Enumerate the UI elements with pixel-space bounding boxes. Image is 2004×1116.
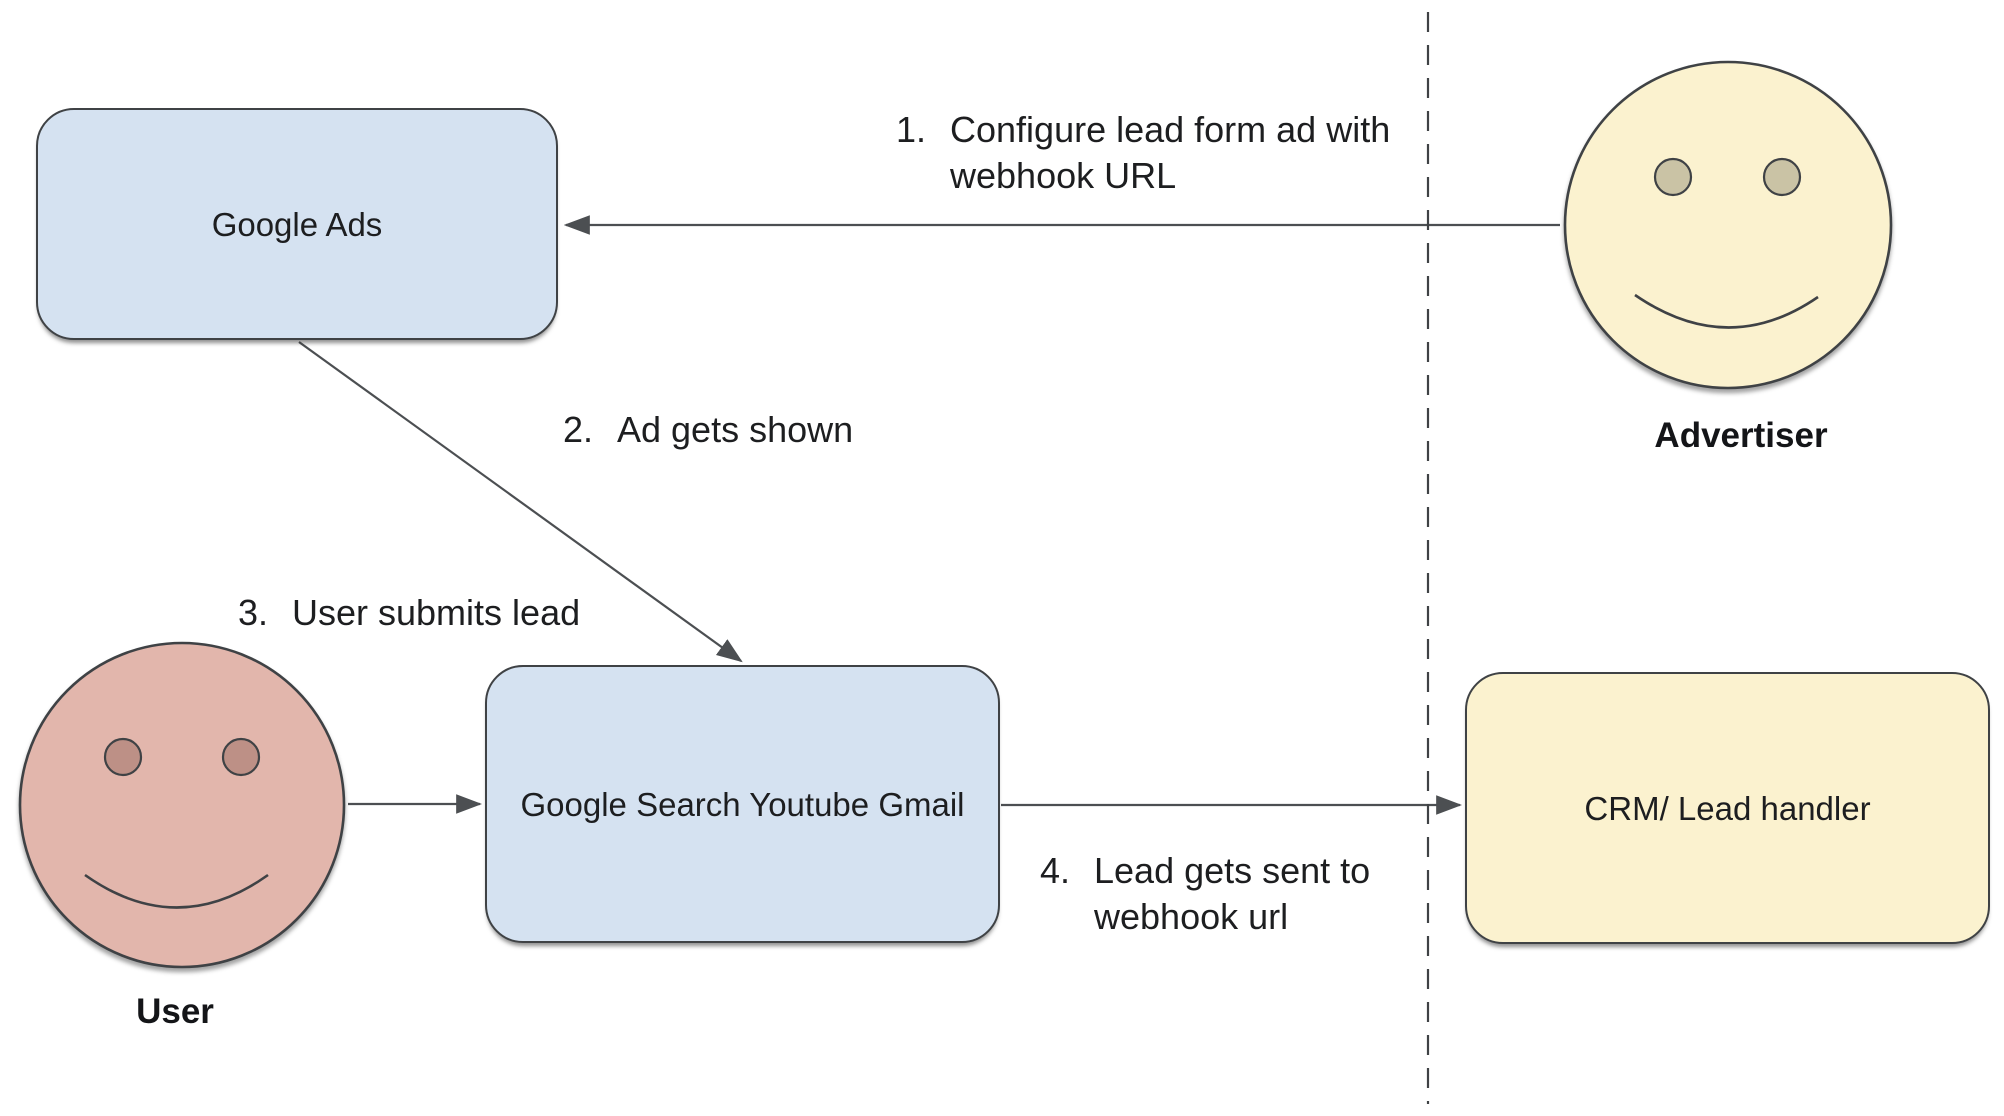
- note-configure-lead-form: 1. Configure lead form ad with webhook U…: [896, 107, 1390, 199]
- google-platforms-box: Google Search Youtube Gmail: [485, 665, 1000, 943]
- note-4-text: Lead gets sent to webhook url: [1094, 848, 1370, 940]
- advertiser-face-icon: [1558, 55, 1898, 395]
- note-1-text: Configure lead form ad with webhook URL: [950, 107, 1390, 199]
- user-left-eye-icon: [103, 737, 143, 777]
- user-smiley-icon: [18, 641, 346, 969]
- advertiser-smile-icon: [1634, 293, 1819, 329]
- note-1-number: 1.: [896, 109, 927, 150]
- crm-label: CRM/ Lead handler: [1584, 789, 1871, 827]
- note-ad-gets-shown: 2. Ad gets shown: [563, 407, 853, 453]
- note-1-line-2: webhook URL: [950, 155, 1177, 196]
- platforms-line-gmail: Gmail: [878, 785, 965, 823]
- advertiser-head-circle: [1563, 60, 1893, 390]
- note-lead-sent-to-webhook: 4. Lead gets sent to webhook url: [1040, 848, 1370, 940]
- user-smile-icon: [84, 873, 269, 909]
- note-user-submits-lead: 3. User submits lead: [238, 590, 580, 636]
- note-2-text: Ad gets shown: [617, 407, 853, 453]
- note-3-number: 3.: [238, 592, 269, 633]
- user-right-eye-icon: [221, 737, 261, 777]
- note-2-number: 2.: [563, 409, 594, 450]
- note-3-text: User submits lead: [292, 590, 580, 636]
- note-1-line-1: Configure lead form ad with: [950, 109, 1391, 150]
- platforms-line-google-search: Google Search: [520, 785, 741, 823]
- platforms-label: Google Search Youtube Gmail: [521, 784, 965, 825]
- google-ads-box: Google Ads: [36, 108, 558, 340]
- crm-lead-handler-box: CRM/ Lead handler: [1465, 672, 1990, 944]
- user-label: User: [136, 992, 214, 1031]
- advertiser-smiley-icon: [1563, 60, 1893, 390]
- note-4-number: 4.: [1040, 850, 1071, 891]
- advertiser-left-eye-icon: [1653, 157, 1693, 197]
- google-ads-label: Google Ads: [211, 205, 383, 243]
- note-4-line-2: webhook url: [1094, 896, 1289, 937]
- advertiser-label: Advertiser: [1654, 416, 1828, 455]
- platforms-line-youtube: Youtube: [749, 785, 870, 823]
- user-face-icon: [12, 635, 352, 975]
- note-4-line-1: Lead gets sent to: [1094, 850, 1371, 891]
- advertiser-right-eye-icon: [1762, 157, 1802, 197]
- note-2-line-1: Ad gets shown: [617, 409, 854, 450]
- user-head-circle: [18, 641, 346, 969]
- note-3-line-1: User submits lead: [292, 592, 581, 633]
